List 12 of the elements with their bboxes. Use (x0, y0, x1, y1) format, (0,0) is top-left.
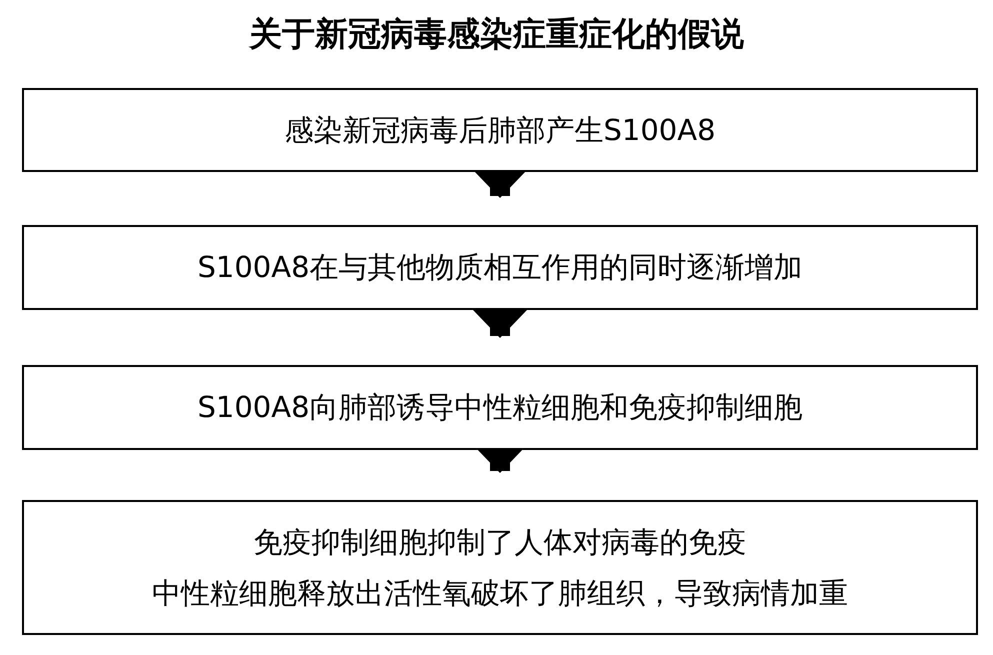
step-text: S100A8在与其他物质相互作用的同时逐渐增加 (197, 249, 803, 286)
step-text: 免疫抑制细胞抑制了人体对病毒的免疫 (254, 524, 746, 560)
arrow (473, 170, 527, 198)
arrow (473, 310, 527, 338)
diagram-title: 关于新冠病毒感染症重症化的假说 (248, 13, 745, 55)
process-box (22, 225, 978, 310)
step-text: 中性粒细胞释放出活性氧破坏了肺组织，导致病情加重 (152, 574, 848, 611)
step-text: S100A8向肺部诱导中性粒细胞和免疫抑制细胞 (197, 389, 803, 426)
process-box (22, 88, 978, 172)
step-text: 感染新冠病毒后肺部产生S100A8 (284, 112, 716, 148)
process-box (22, 500, 978, 635)
process-box (22, 365, 978, 450)
